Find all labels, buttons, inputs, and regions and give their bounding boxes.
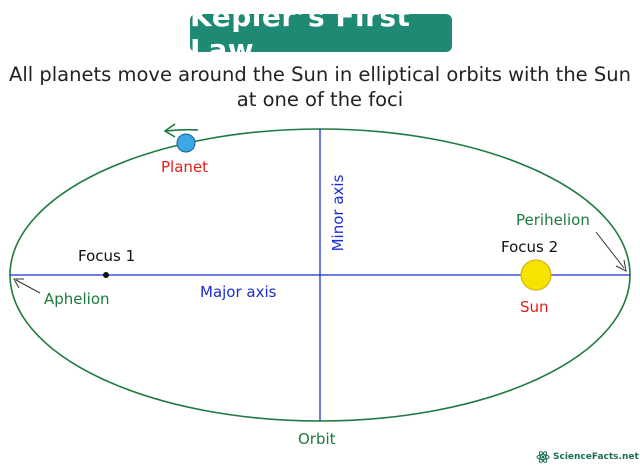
subtitle-line-1: All planets move around the Sun in ellip… xyxy=(9,63,631,86)
logo-text: ScienceFacts.net xyxy=(553,452,639,462)
aphelion-arrowhead xyxy=(13,278,24,289)
perihelion-arrowhead xyxy=(615,259,627,272)
perihelion-pointer xyxy=(595,231,625,269)
planet-circle xyxy=(176,133,196,153)
atom-icon xyxy=(536,451,550,463)
planet-motion-arrow xyxy=(165,128,199,132)
focus2-label: Focus 2 xyxy=(501,238,559,256)
focus1-label: Focus 1 xyxy=(78,247,136,265)
sciencefacts-logo: ScienceFacts.net xyxy=(536,448,639,466)
planet-motion-arrowhead xyxy=(163,123,176,138)
orbit-label: Orbit xyxy=(298,430,336,448)
minor-axis-label: Minor axis xyxy=(329,174,347,252)
focus1-dot xyxy=(103,272,109,278)
planet-label: Planet xyxy=(161,158,209,176)
sun-label: Sun xyxy=(520,298,549,316)
major-axis-label: Major axis xyxy=(200,283,277,301)
title-banner: Kepler’s First Law xyxy=(190,0,452,66)
subtitle: All planets move around the Sun in ellip… xyxy=(0,62,640,112)
perihelion-label: Perihelion xyxy=(516,211,590,229)
minor-axis-label-wrap: Minor axis xyxy=(328,175,348,252)
aphelion-label: Aphelion xyxy=(44,290,110,308)
aphelion-pointer xyxy=(15,279,41,294)
subtitle-line-2: at one of the foci xyxy=(236,88,404,111)
page-title: Kepler’s First Law xyxy=(190,0,411,66)
sun-circle xyxy=(520,259,552,291)
